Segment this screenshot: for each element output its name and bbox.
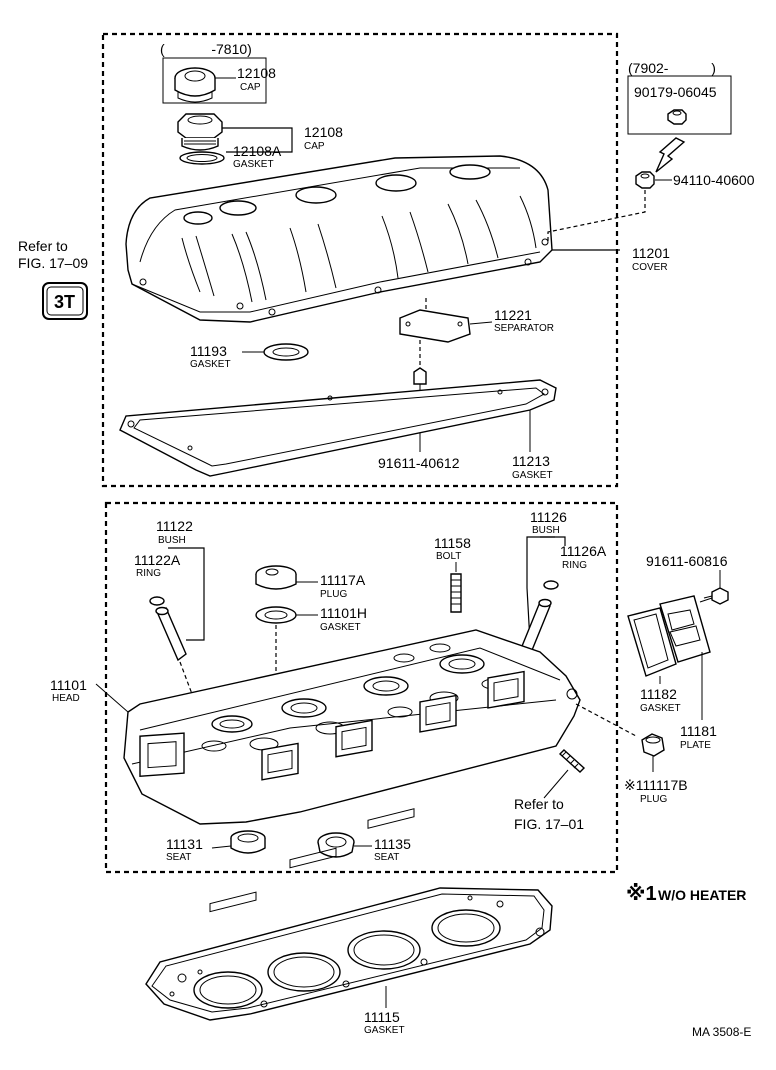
cylinder-head-gasket: 11115 GASKET bbox=[145, 808, 553, 1036]
gasket-11182-number: 11182 bbox=[640, 686, 677, 702]
separator-number: 11221 bbox=[494, 307, 532, 323]
plug-gasket-11193: 11193 GASKET bbox=[190, 343, 309, 370]
plate-11181-label: PLATE bbox=[680, 740, 711, 751]
engine-badge-text: 3T bbox=[54, 292, 75, 312]
ref-top-line2: FIG. 17–09 bbox=[18, 255, 88, 271]
bush-11122-label: BUSH bbox=[158, 535, 186, 546]
ref-top-line1: Refer to bbox=[18, 238, 68, 254]
footnote-text: W/O HEATER bbox=[658, 887, 746, 903]
nut-new-number: 94110-40600 bbox=[673, 172, 755, 188]
oil-separator: 11221 SEPARATOR bbox=[399, 298, 554, 368]
reference-fig-17-09: Refer to FIG. 17–09 3T bbox=[18, 238, 88, 320]
plug-11117a: 11117A PLUG 11101H GASKET bbox=[255, 565, 367, 700]
gasket-11101h-number: 11101H bbox=[320, 605, 367, 621]
plate-11181-number: 11181 bbox=[680, 723, 717, 739]
valve-seat-11131: 11131 SEAT bbox=[166, 830, 266, 863]
gasket-11193-number: 11193 bbox=[190, 343, 227, 359]
cap-label: CAP bbox=[304, 141, 325, 152]
rear-plate-assembly: 11182 GASKET 11181 PLATE bbox=[627, 595, 717, 751]
cylinder-head-cover: 11201 COVER bbox=[125, 155, 670, 323]
valve-seat-11135: 11135 SEAT bbox=[317, 832, 411, 863]
seat-11135-number: 11135 bbox=[374, 836, 411, 852]
cap-gasket-number: 12108A bbox=[233, 143, 282, 159]
valve-guide-bush-exhaust: 11126 BUSH 11126A RING bbox=[505, 509, 607, 701]
cylinder-head: 11101 HEAD bbox=[50, 629, 637, 825]
gasket-11115-label: GASKET bbox=[364, 1025, 405, 1036]
bolt-11158: 11158 BOLT bbox=[434, 535, 471, 613]
bush-11126-label: BUSH bbox=[532, 525, 560, 536]
nut-newstyle-group: (7902- ) 90179-06045 94110-40600 bbox=[547, 60, 755, 242]
bolt-11158-number: 11158 bbox=[434, 535, 471, 551]
seat-11131-number: 11131 bbox=[166, 836, 203, 852]
head-11101-label: HEAD bbox=[52, 693, 80, 704]
ref-bottom-line2: FIG. 17–01 bbox=[514, 816, 584, 832]
head-11101-number: 11101 bbox=[50, 677, 87, 693]
plug-11117a-number: 11117A bbox=[320, 572, 366, 588]
seat-11131-label: SEAT bbox=[166, 852, 191, 863]
ring-11122a-label: RING bbox=[136, 568, 161, 579]
gasket-11213-number: 11213 bbox=[512, 453, 550, 469]
nut-old-number: 90179-06045 bbox=[634, 84, 717, 100]
plug-11117a-label: PLUG bbox=[320, 589, 347, 600]
nut-range: (7902- ) bbox=[628, 60, 716, 76]
cap-oldstyle-number: 12108 bbox=[237, 65, 276, 81]
cap-oldstyle-group: ( -7810) 12108 CAP bbox=[160, 41, 276, 104]
bush-11126-number: 11126 bbox=[530, 509, 567, 525]
exhaust-stud: Refer to FIG. 17–01 bbox=[514, 749, 586, 832]
bush-11122-number: 11122 bbox=[156, 518, 193, 534]
bolt-91611-60816: 91611-60816 bbox=[646, 553, 729, 605]
cylinder-head-group-box bbox=[104, 501, 619, 874]
cap-gasket-label: GASKET bbox=[233, 159, 274, 170]
valve-cover-group-box bbox=[101, 32, 619, 488]
plug-11117b-number: ※111117B bbox=[624, 777, 688, 793]
oil-filler-cap: 12108 CAP 12108A GASKET bbox=[177, 113, 343, 170]
cover-gasket-11213: 11213 GASKET bbox=[119, 379, 557, 481]
engine-badge bbox=[42, 282, 88, 320]
cap-oldstyle-label: CAP bbox=[240, 82, 261, 93]
bolt-91611-60816-number: 91611-60816 bbox=[646, 553, 728, 569]
gasket-11213-label: GASKET bbox=[512, 470, 553, 481]
gasket-11115-number: 11115 bbox=[364, 1009, 400, 1025]
cap-oldstyle-range: ( -7810) bbox=[160, 41, 252, 57]
gasket-11182-label: GASKET bbox=[640, 703, 681, 714]
cover-number: 11201 bbox=[632, 245, 670, 261]
stud-91611-40612-number: 91611-40612 bbox=[378, 455, 460, 471]
plug-11117b-label: PLUG bbox=[640, 794, 667, 805]
seat-11135-label: SEAT bbox=[374, 852, 399, 863]
footnote: ※1 W/O HEATER bbox=[626, 883, 746, 905]
ring-11126a-number: 11126A bbox=[560, 543, 607, 559]
valve-guide-bush-intake: 11122 BUSH 11122A RING bbox=[134, 518, 205, 711]
cap-number: 12108 bbox=[304, 124, 343, 140]
bolt-11158-label: BOLT bbox=[436, 551, 461, 562]
ref-bottom-line1: Refer to bbox=[514, 796, 564, 812]
ring-11122a-number: 11122A bbox=[134, 552, 181, 568]
drawing-code: MA 3508-E bbox=[692, 1025, 751, 1039]
separator-label: SEPARATOR bbox=[494, 323, 554, 334]
footnote-mark: ※1 bbox=[626, 883, 657, 905]
gasket-11101h-label: GASKET bbox=[320, 622, 361, 633]
gasket-11193-label: GASKET bbox=[190, 359, 231, 370]
ring-11126a-label: RING bbox=[562, 560, 587, 571]
plug-11117b: ※111117B PLUG bbox=[624, 733, 688, 805]
cover-label: COVER bbox=[632, 262, 668, 273]
